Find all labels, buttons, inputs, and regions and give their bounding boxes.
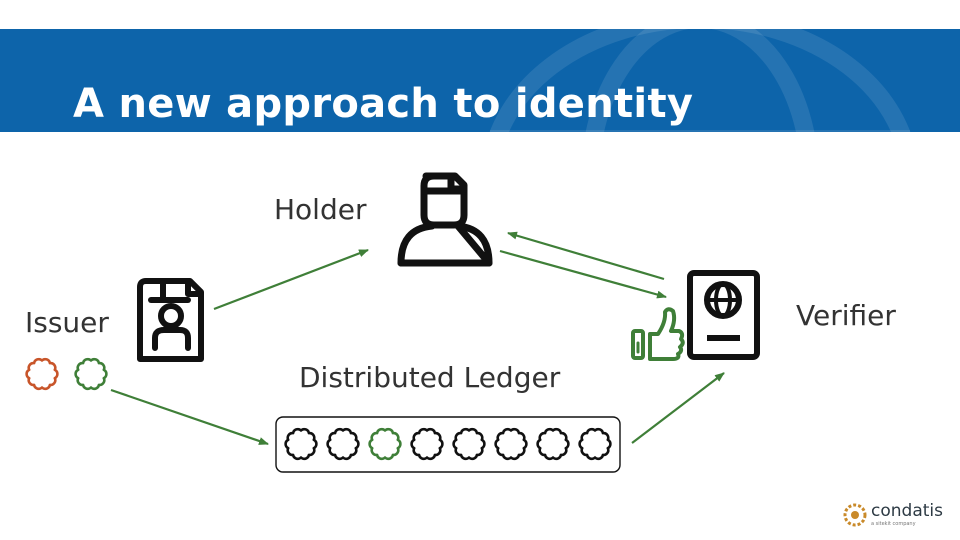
id-document-icon	[137, 278, 204, 362]
slide-title: A new approach to identity	[73, 81, 694, 127]
badge-seal-icon	[284, 427, 318, 461]
ledger-label: Distributed Ledger	[299, 361, 561, 394]
title-banner: A new approach to identity	[0, 29, 960, 132]
badge-seal-icon	[452, 427, 486, 461]
badge-seal-icon	[410, 427, 444, 461]
issuer-to-holder-arrow	[213, 248, 369, 311]
thumbs-up-icon	[631, 307, 685, 361]
badge-seal-icon	[368, 427, 402, 461]
badge-seal-icon	[494, 427, 528, 461]
verifier-to-holder-arrow	[507, 231, 665, 281]
issuer-label: Issuer	[25, 306, 109, 339]
passport-icon	[687, 270, 760, 360]
logo-tagline: a sitekit company	[871, 521, 916, 527]
logo-mark-icon	[843, 503, 867, 527]
badge-seal-icon	[578, 427, 612, 461]
ledger-box	[275, 416, 621, 473]
badge-seal-icon	[536, 427, 570, 461]
ledger-to-verifier-arrow	[631, 372, 725, 444]
badge-seal-icon	[74, 357, 108, 391]
company-logo: condatis a sitekit company	[843, 503, 943, 527]
verifier-label: Verifier	[796, 299, 896, 332]
badge-seal-icon	[326, 427, 360, 461]
logo-name: condatis	[871, 501, 943, 521]
badge-seal-icon	[25, 357, 59, 391]
holder-label: Holder	[274, 193, 367, 226]
person-with-document-icon	[397, 172, 493, 267]
holder-to-verifier-arrow	[499, 249, 667, 299]
issuer-to-ledger-arrow	[110, 388, 269, 446]
